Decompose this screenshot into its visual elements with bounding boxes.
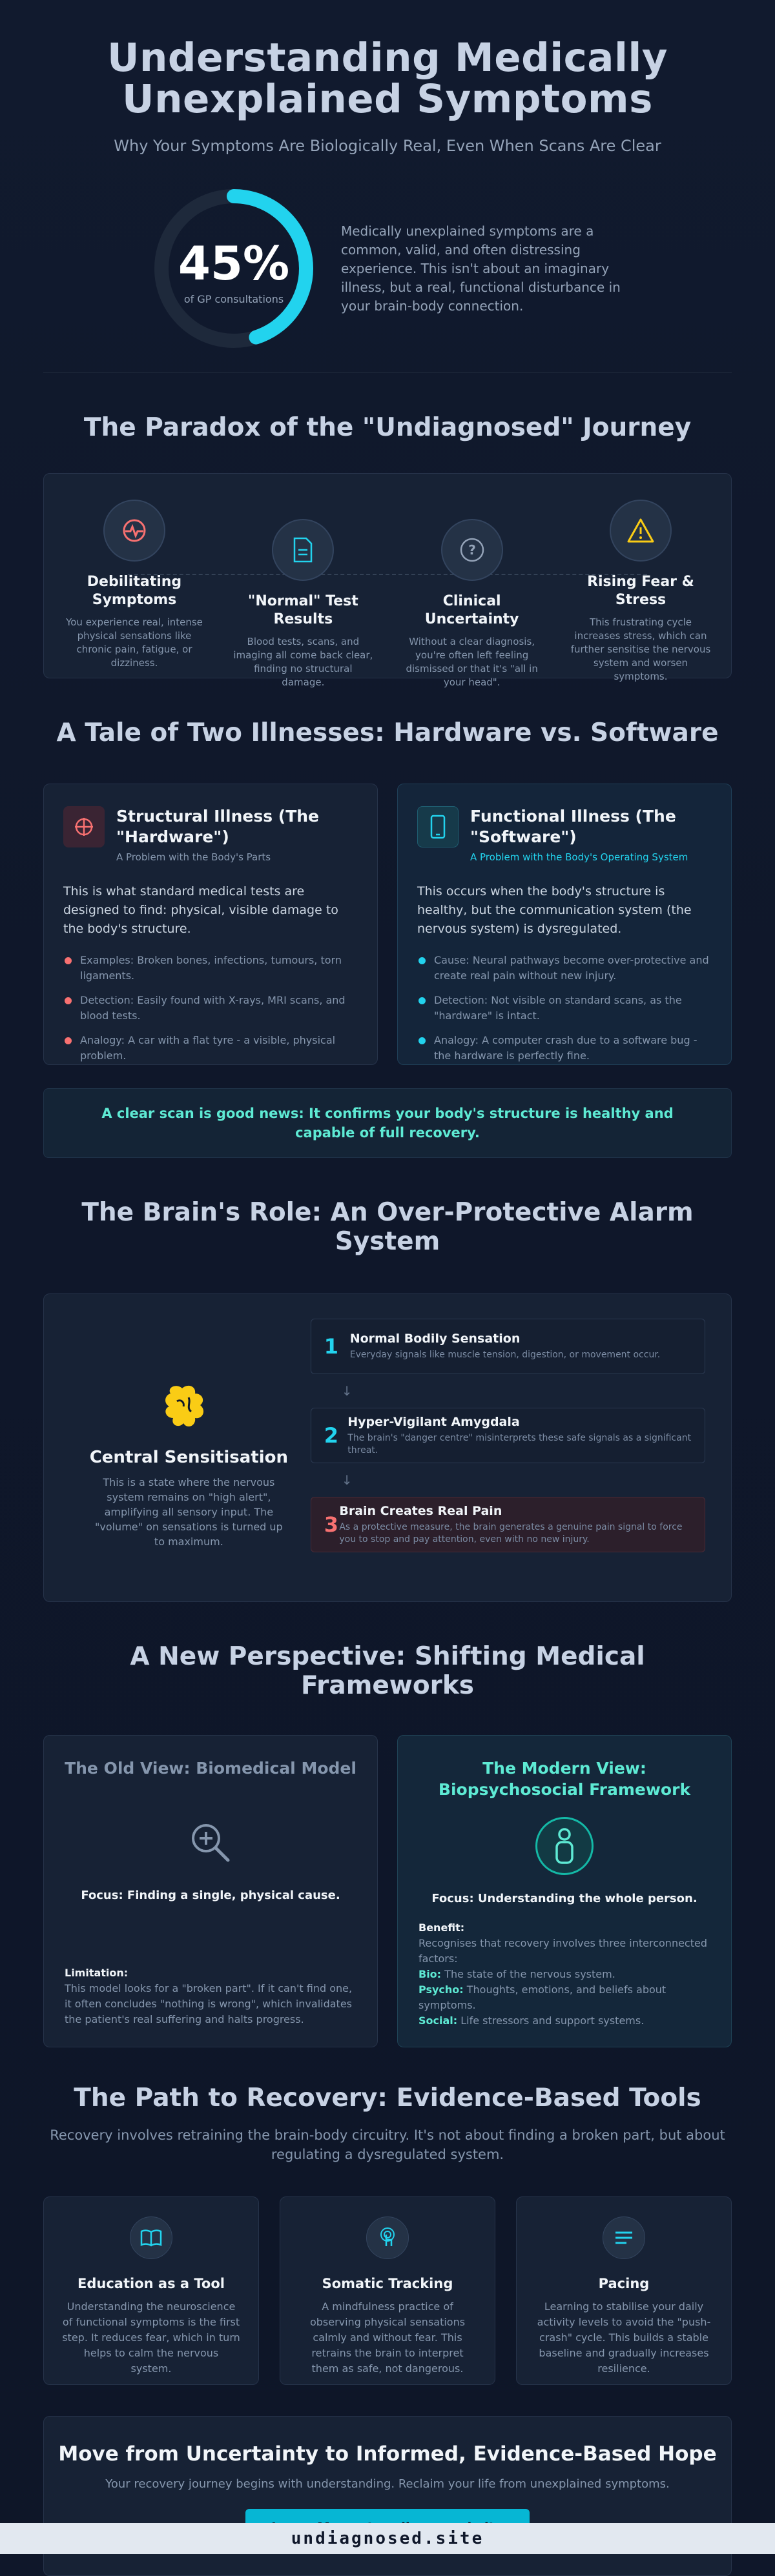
document-icon	[272, 519, 335, 581]
modern-view-card: The Modern View: Biopsychosocial Framewo…	[397, 1735, 732, 2047]
gauge-ring	[154, 189, 313, 348]
arrow-down-icon: ↓	[341, 1472, 353, 1488]
journey-step: Debilitating Symptoms You experience rea…	[57, 500, 212, 678]
step-title: Rising Fear & Stress	[587, 574, 694, 608]
brain-section: The Brain's Role: An Over-Protective Ala…	[43, 1158, 732, 1602]
brain-left-text: This is a state where the nervous system…	[94, 1476, 283, 1548]
list-item: Analogy: A computer crash due to a softw…	[417, 1033, 712, 1064]
step-text: This frustrating cycle increases stress,…	[570, 616, 711, 682]
step-title: "Normal" Test Results	[247, 593, 358, 627]
old-view-title: The Old View: Biomedical Model	[65, 1759, 356, 1778]
structural-title: Structural Illness (The "Hardware")	[116, 807, 320, 846]
modern-view-benefit: Benefit: Recognises that recovery involv…	[418, 1922, 707, 2027]
person-icon	[535, 1817, 594, 1875]
functional-card: Functional Illness (The "Software") A Pr…	[397, 784, 732, 1065]
structural-description: This is what standard medical tests are …	[63, 884, 338, 936]
list-item: Cause: Neural pathways become over-prote…	[417, 953, 712, 984]
functional-description: This occurs when the body's structure is…	[417, 884, 692, 936]
gauge-arc	[154, 189, 313, 348]
journey-connector	[128, 574, 647, 575]
tool-card: Somatic Tracking A mindfulness practice …	[280, 2196, 495, 2385]
arrow-down-icon: ↓	[341, 1383, 353, 1399]
hero-section: Understanding Medically Unexplained Symp…	[43, 0, 732, 373]
magnifier-plus-icon	[181, 1814, 240, 1872]
cta-title: Move from Uncertainty to Informed, Evide…	[58, 2442, 717, 2466]
recovery-subtitle: Recovery involves retraining the brain-b…	[50, 2127, 725, 2162]
book-icon	[130, 2216, 172, 2259]
recovery-section: The Path to Recovery: Evidence-Based Too…	[43, 2047, 732, 2385]
structural-card: Structural Illness (The "Hardware") A Pr…	[43, 784, 378, 1065]
touch-icon	[366, 2216, 409, 2259]
warning-icon	[609, 500, 672, 562]
functional-subtitle: A Problem with the Body's Operating Syst…	[470, 851, 688, 863]
divider	[43, 372, 732, 373]
journey-step: "Normal" Test Results Blood tests, scans…	[225, 519, 380, 688]
journey-step: Rising Fear & Stress This frustrating cy…	[563, 500, 718, 682]
tool-card: Pacing Learning to stabilise your daily …	[516, 2196, 732, 2385]
old-view-limitation: Limitation: This model looks for a "brok…	[65, 1967, 353, 2025]
list-item: Analogy: A car with a flat tyre - a visi…	[63, 1033, 358, 1064]
journey-card: Debilitating Symptoms You experience rea…	[43, 473, 732, 688]
cta-text: Your recovery journey begins with unders…	[105, 2477, 670, 2491]
stat-gauge: 45% of GP consultations	[150, 185, 318, 352]
page-subtitle: Why Your Symptoms Are Biologically Real,…	[114, 137, 661, 155]
modern-view-title: The Modern View: Biopsychosocial Framewo…	[438, 1759, 691, 1799]
step-title: Debilitating Symptoms	[87, 574, 182, 608]
illnesses-heading: A Tale of Two Illnesses: Hardware vs. So…	[56, 718, 719, 747]
paradox-heading: The Paradox of the "Undiagnosed" Journey	[83, 413, 692, 442]
list-item: Detection: Easily found with X-rays, MRI…	[63, 993, 358, 1024]
structural-subtitle: A Problem with the Body's Parts	[116, 851, 271, 863]
footer: undiagnosed.site	[0, 2523, 775, 2554]
frameworks-section: A New Perspective: Shifting Medical Fram…	[43, 1602, 732, 2047]
modern-view-focus: Focus: Understanding the whole person.	[431, 1892, 698, 1905]
step-title: Clinical Uncertainty	[424, 593, 519, 627]
crosshair-icon	[63, 806, 105, 847]
journey-step: ? Clinical Uncertainty Without a clear d…	[395, 519, 550, 688]
brain-icon	[70, 1382, 308, 1436]
list-icon	[603, 2216, 645, 2259]
hero-description: Medically unexplained symptoms are a com…	[341, 223, 621, 314]
good-news-banner: A clear scan is good news: It confirms y…	[43, 1088, 732, 1158]
step-text: You experience real, intense physical se…	[66, 616, 203, 669]
tool-card: Education as a Tool Understanding the ne…	[43, 2196, 259, 2385]
hero-stat: 45% of GP consultations Medically unexpl…	[43, 185, 732, 352]
svg-text:?: ?	[468, 542, 476, 558]
brain-card: Central Sensitisation This is a state wh…	[43, 1293, 732, 1602]
recovery-heading: The Path to Recovery: Evidence-Based Too…	[74, 2084, 701, 2113]
old-view-card: The Old View: Biomedical Model Focus: Fi…	[43, 1735, 378, 2047]
phone-icon	[417, 806, 459, 847]
page-title: Understanding Medically Unexplained Symp…	[107, 35, 668, 122]
question-icon: ?	[440, 519, 503, 581]
stat-label: of GP consultations	[183, 293, 284, 305]
step-text: Blood tests, scans, and imaging all come…	[233, 636, 373, 688]
pulse-target-icon	[103, 500, 165, 562]
stat-value: 45%	[178, 236, 290, 290]
old-view-focus: Focus: Finding a single, physical cause.	[81, 1889, 340, 1902]
illnesses-section: A Tale of Two Illnesses: Hardware vs. So…	[43, 678, 732, 1158]
list-item: Detection: Not visible on standard scans…	[417, 993, 712, 1024]
footer-site[interactable]: undiagnosed.site	[291, 2529, 484, 2548]
brain-left-title: Central Sensitisation	[89, 1448, 289, 1467]
paradox-section: The Paradox of the "Undiagnosed" Journey…	[43, 373, 732, 688]
frameworks-heading: A New Perspective: Shifting Medical Fram…	[130, 1642, 645, 1700]
step-text: Without a clear diagnosis, you're often …	[406, 636, 538, 688]
list-item: Examples: Broken bones, infections, tumo…	[63, 953, 358, 984]
functional-title: Functional Illness (The "Software")	[470, 807, 676, 846]
brain-heading: The Brain's Role: An Over-Protective Ala…	[81, 1198, 694, 1256]
